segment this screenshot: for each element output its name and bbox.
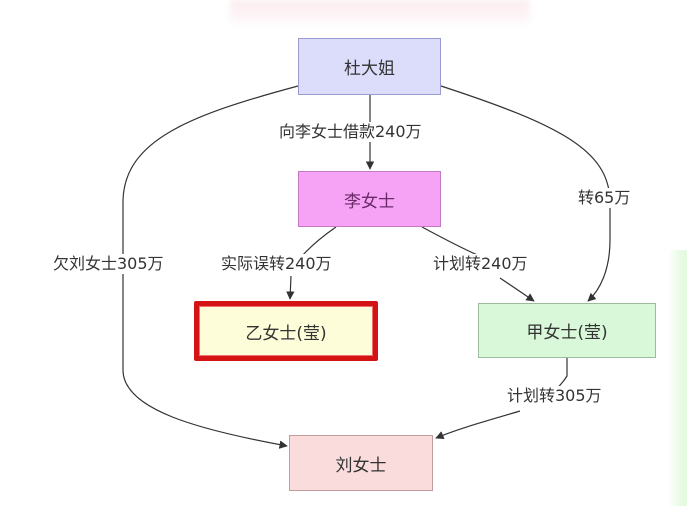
- edge-du-jia: [440, 85, 611, 302]
- edge-label-li-jia: 计划转240万: [430, 254, 531, 274]
- node-liu-nvshi: 刘女士: [289, 435, 433, 491]
- node-label: 杜大姐: [344, 59, 395, 79]
- edge-label-li-yi: 实际误转240万: [218, 254, 335, 274]
- node-du-dajie: 杜大姐: [298, 38, 441, 95]
- node-yi-nvshi-highlighted: 乙女士(莹): [194, 301, 378, 361]
- node-label: 刘女士: [335, 455, 387, 476]
- background-glow-right: [668, 250, 687, 506]
- node-jia-nvshi: 甲女士(莹): [478, 303, 656, 358]
- edge-label-du-liu: 欠刘女士305万: [50, 254, 167, 274]
- background-glow-top: [230, 0, 530, 28]
- node-label: 李女士: [344, 191, 395, 212]
- edge-label-du-li: 向李女士借款240万: [276, 122, 425, 142]
- node-li-nvshi: 李女士: [298, 171, 441, 227]
- edge-label-jia-liu: 计划转305万: [504, 386, 605, 406]
- edge-label-du-jia: 转65万: [575, 188, 634, 208]
- edge-du-liu: [122, 85, 299, 449]
- node-label: 乙女士(莹): [245, 323, 327, 344]
- node-label: 甲女士(莹): [526, 323, 608, 343]
